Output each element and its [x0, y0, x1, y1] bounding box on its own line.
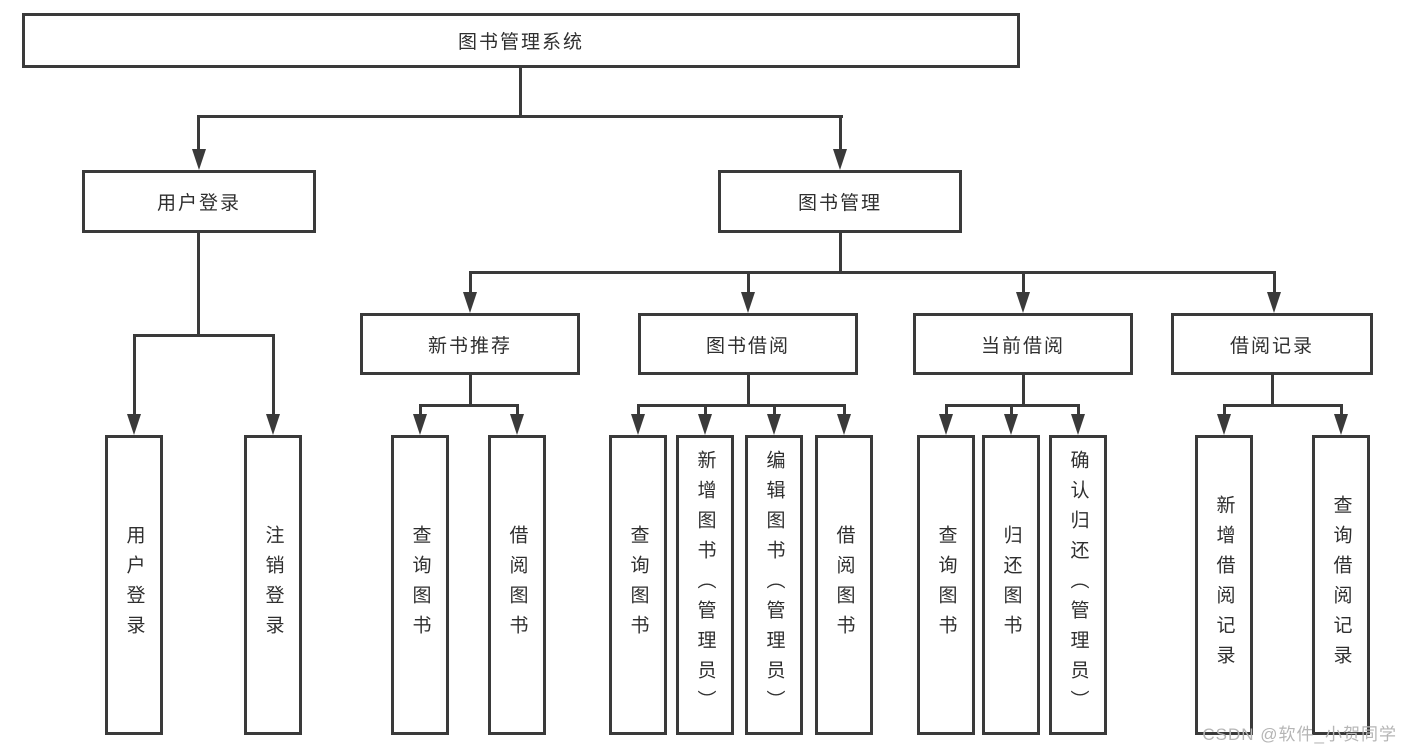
- arrowhead-down: [767, 414, 781, 435]
- connector-hline: [133, 334, 275, 337]
- node-current-borrow-label: 当前借阅: [980, 335, 1065, 357]
- leaf-cb-return-books: 归还图书: [982, 435, 1040, 735]
- connector-vline: [1223, 404, 1226, 417]
- connector-vline: [839, 233, 842, 274]
- node-new-book-recommend: 新书推荐: [360, 313, 580, 375]
- arrowhead-down: [463, 292, 477, 313]
- leaf-nbr-borrow-books-label: 借阅图书: [506, 525, 528, 645]
- leaf-br-add-record-label: 新增借阅记录: [1213, 495, 1235, 675]
- leaf-br-add-record: 新增借阅记录: [1195, 435, 1253, 735]
- leaf-br-query-record-label: 查询借阅记录: [1330, 495, 1352, 675]
- leaf-br-query-record: 查询借阅记录: [1312, 435, 1370, 735]
- connector-hline: [1223, 404, 1343, 407]
- node-new-book-recommend-label: 新书推荐: [427, 335, 512, 357]
- leaf-user-login-label: 用户登录: [123, 525, 145, 645]
- node-user-login-label: 用户登录: [156, 193, 241, 214]
- leaf-bb-query-books: 查询图书: [609, 435, 667, 735]
- arrowhead-down: [510, 414, 524, 435]
- connector-hline: [419, 404, 519, 407]
- leaf-bb-edit-books-admin: 编辑图书（管理员）: [745, 435, 803, 735]
- leaf-nbr-borrow-books: 借阅图书: [488, 435, 546, 735]
- arrowhead-down: [833, 149, 847, 170]
- connector-vline: [1022, 375, 1025, 407]
- leaf-bb-borrow-books-label: 借阅图书: [833, 525, 855, 645]
- connector-vline: [1010, 404, 1013, 417]
- leaf-cb-confirm-return-admin: 确认归还（管理员）: [1049, 435, 1107, 735]
- arrowhead-down: [1004, 414, 1018, 435]
- node-root-label: 图书管理系统: [457, 32, 584, 53]
- arrowhead-down: [1016, 292, 1030, 313]
- connector-vline: [704, 404, 707, 417]
- node-book-mgmt-label: 图书管理: [797, 193, 882, 214]
- csdn-watermark: CSDN @软件_小贺同学: [1202, 725, 1397, 744]
- arrowhead-down: [266, 414, 280, 435]
- connector-vline: [747, 375, 750, 407]
- arrowhead-down: [127, 414, 141, 435]
- node-book-mgmt: 图书管理: [718, 170, 962, 233]
- connector-vline: [839, 115, 842, 153]
- arrowhead-down: [939, 414, 953, 435]
- arrowhead-down: [837, 414, 851, 435]
- connector-vline: [469, 271, 472, 296]
- arrowhead-down: [1217, 414, 1231, 435]
- node-borrow-records-label: 借阅记录: [1229, 335, 1314, 357]
- leaf-cb-query-books-label: 查询图书: [935, 525, 957, 645]
- arrowhead-down: [631, 414, 645, 435]
- arrowhead-down: [1334, 414, 1348, 435]
- connector-hline: [637, 404, 846, 407]
- leaf-bb-add-books-admin-label: 新增图书（管理员）: [694, 450, 716, 720]
- connector-vline: [945, 404, 948, 417]
- leaf-user-login: 用户登录: [105, 435, 163, 735]
- arrowhead-down: [741, 292, 755, 313]
- connector-vline: [516, 404, 519, 417]
- arrowhead-down: [1071, 414, 1085, 435]
- connector-hline: [198, 115, 843, 118]
- connector-vline: [1340, 404, 1343, 417]
- node-user-login: 用户登录: [82, 170, 316, 233]
- leaf-cb-confirm-return-admin-label: 确认归还（管理员）: [1067, 450, 1089, 720]
- leaf-bb-query-books-label: 查询图书: [627, 525, 649, 645]
- connector-vline: [197, 115, 200, 153]
- leaf-bb-borrow-books: 借阅图书: [815, 435, 873, 735]
- connector-vline: [469, 375, 472, 407]
- arrowhead-down: [1267, 292, 1281, 313]
- leaf-nbr-query-books: 查询图书: [391, 435, 449, 735]
- node-current-borrow: 当前借阅: [913, 313, 1133, 375]
- leaf-nbr-query-books-label: 查询图书: [409, 525, 431, 645]
- connector-vline: [773, 404, 776, 417]
- leaf-cb-query-books: 查询图书: [917, 435, 975, 735]
- connector-vline: [519, 68, 522, 118]
- leaf-bb-add-books-admin: 新增图书（管理员）: [676, 435, 734, 735]
- connector-vline: [1273, 271, 1276, 296]
- connector-vline: [1022, 271, 1025, 296]
- leaf-cb-return-books-label: 归还图书: [1000, 525, 1022, 645]
- node-book-borrow-label: 图书借阅: [705, 335, 790, 357]
- leaf-logout-label: 注销登录: [262, 525, 284, 645]
- arrowhead-down: [192, 149, 206, 170]
- connector-vline: [272, 334, 275, 416]
- arrowhead-down: [413, 414, 427, 435]
- connector-vline: [1271, 375, 1274, 407]
- arrowhead-down: [698, 414, 712, 435]
- connector-vline: [133, 334, 136, 416]
- connector-hline: [469, 271, 1276, 274]
- node-book-borrow: 图书借阅: [638, 313, 858, 375]
- node-root: 图书管理系统: [22, 13, 1020, 68]
- connector-vline: [1077, 404, 1080, 417]
- leaf-bb-edit-books-admin-label: 编辑图书（管理员）: [763, 450, 785, 720]
- connector-vline: [419, 404, 422, 417]
- connector-vline: [843, 404, 846, 417]
- connector-vline: [197, 233, 200, 337]
- connector-vline: [747, 271, 750, 296]
- connector-vline: [637, 404, 640, 417]
- leaf-logout: 注销登录: [244, 435, 302, 735]
- node-borrow-records: 借阅记录: [1171, 313, 1373, 375]
